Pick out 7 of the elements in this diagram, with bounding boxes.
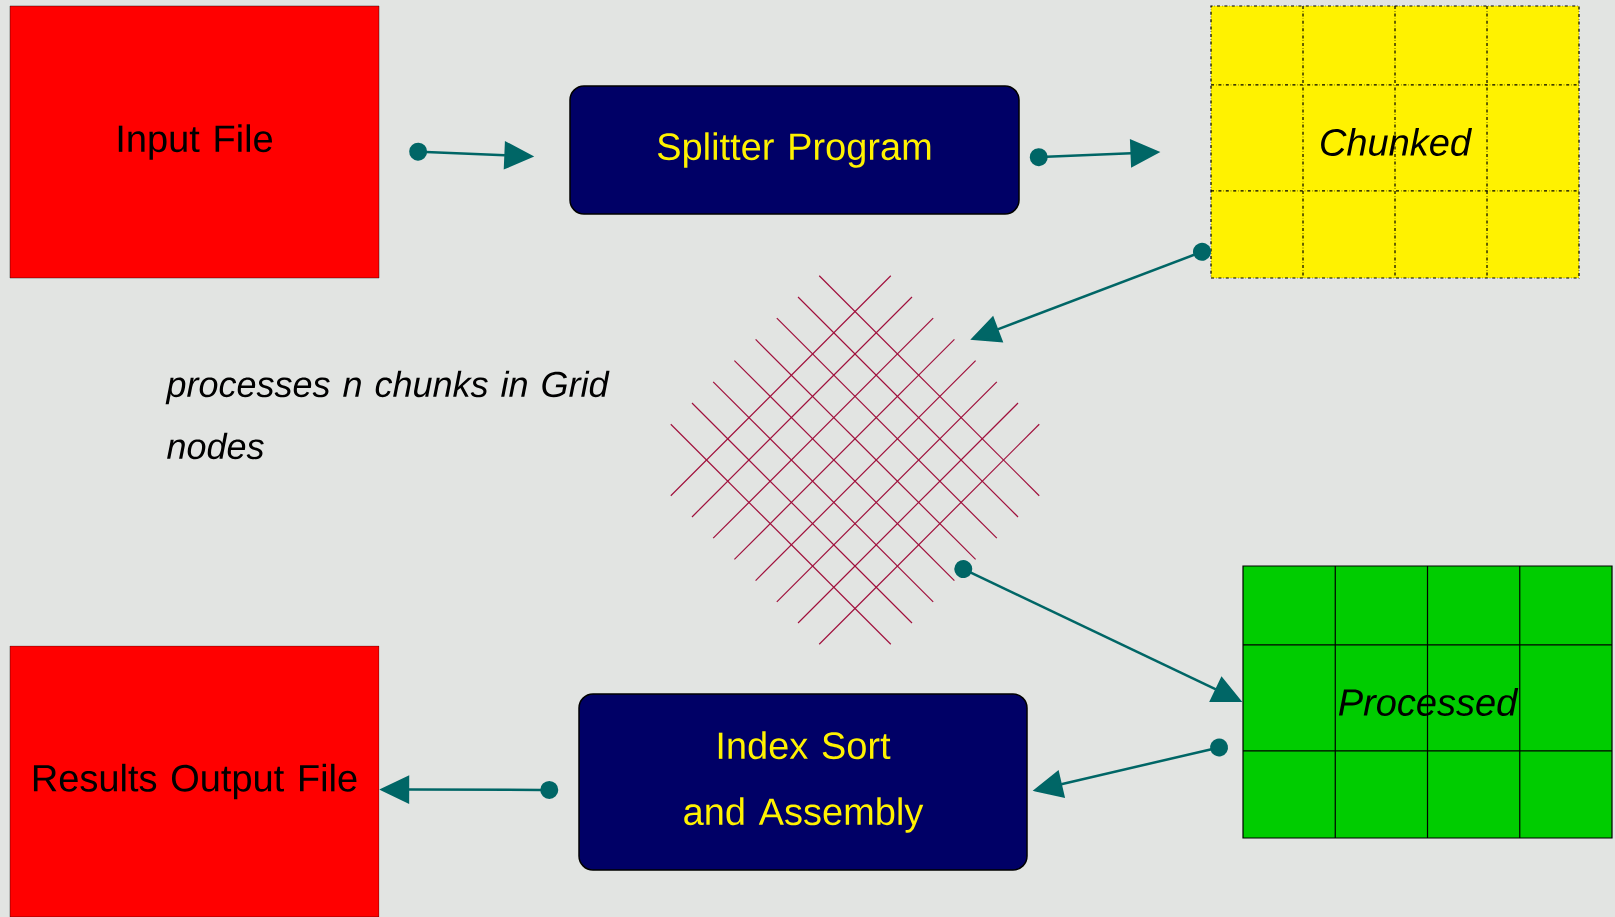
grid-drawing xyxy=(670,275,1040,645)
file-box: Results Output File xyxy=(9,645,380,917)
file-box: Input File xyxy=(9,5,380,279)
data-grid-box: Chunked xyxy=(1210,5,1580,279)
process-box: Splitter Program xyxy=(569,85,1020,215)
process-box: Index Sort and Assembly xyxy=(578,693,1028,871)
caption-text: processes n chunks in Grid nodes xyxy=(165,370,610,460)
